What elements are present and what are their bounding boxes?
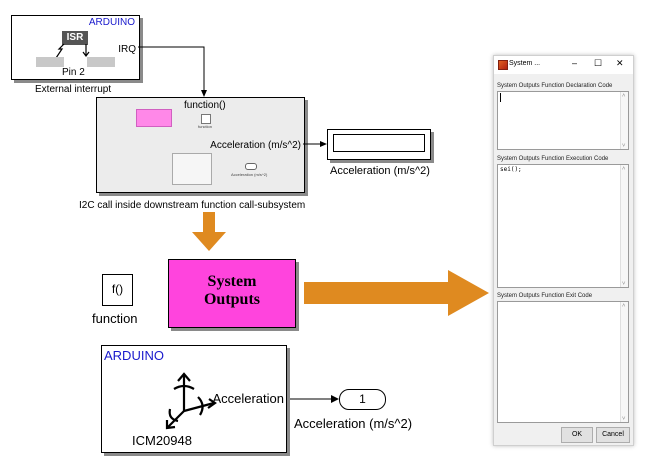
isr-badge: ISR bbox=[62, 31, 88, 45]
declaration-code-text bbox=[500, 93, 628, 102]
minimize-button[interactable]: – bbox=[572, 58, 578, 68]
acceleration-port-label: Acceleration (m/s^2) bbox=[210, 140, 301, 151]
sensor-arduino-brand: ARDUINO bbox=[104, 348, 164, 363]
pin-pad-right bbox=[87, 57, 115, 67]
execution-scrollbar[interactable]: ˄ ˅ bbox=[620, 165, 628, 287]
execution-code-label: System Outputs Function Execution Code bbox=[497, 156, 609, 162]
inner-output-mini-label: Acceleration (m/s^2) bbox=[231, 172, 268, 177]
execution-code-text: sei(); bbox=[500, 166, 522, 173]
sensor-name-label: ICM20948 bbox=[132, 433, 192, 448]
scroll-up-icon: ˄ bbox=[622, 165, 626, 172]
isr-badge-label: ISR bbox=[66, 32, 84, 43]
outport-caption: Acceleration (m/s^2) bbox=[294, 416, 413, 431]
function-symbol-label: f() bbox=[111, 282, 124, 296]
scroll-down-icon: ˅ bbox=[622, 415, 626, 422]
exit-code-textarea[interactable]: ˄ ˅ bbox=[497, 301, 629, 423]
close-button[interactable]: ✕ bbox=[616, 58, 624, 68]
inner-sensor-mini-block bbox=[172, 153, 212, 185]
system-outputs-dialog: System ... – ☐ ✕ System Outputs Function… bbox=[493, 55, 634, 446]
maximize-button[interactable]: ☐ bbox=[594, 58, 603, 68]
down-orange-arrow bbox=[192, 212, 226, 251]
irq-port-label: IRQ bbox=[118, 44, 136, 55]
pink-mini-block bbox=[136, 109, 172, 127]
declaration-scrollbar[interactable]: ˄ ˅ bbox=[620, 92, 628, 149]
function-mini-block bbox=[201, 114, 211, 124]
dialog-title: System ... bbox=[509, 60, 541, 67]
subsystem-caption: I2C call inside downstream function call… bbox=[79, 200, 306, 211]
irq-signal-line bbox=[138, 46, 205, 96]
outport-number: 1 bbox=[359, 392, 366, 406]
scroll-down-icon: ˅ bbox=[622, 280, 626, 287]
arduino-brand-label: ARDUINO bbox=[88, 17, 135, 28]
sensor-output-arrowhead bbox=[331, 395, 339, 403]
outport-block[interactable]: 1 bbox=[339, 389, 386, 410]
system-outputs-line1: System bbox=[207, 273, 257, 290]
icm20948-sensor-block[interactable]: ARDUINO Acceleration ICM20948 bbox=[101, 345, 287, 453]
matlab-app-icon bbox=[498, 60, 508, 70]
scroll-down-icon: ˅ bbox=[622, 142, 626, 149]
function-symbol-block[interactable]: f() bbox=[102, 274, 133, 306]
scroll-up-icon: ˄ bbox=[622, 92, 626, 99]
exit-code-label: System Outputs Function Exit Code bbox=[497, 293, 593, 299]
system-outputs-block[interactable]: System Outputs bbox=[168, 259, 296, 328]
right-orange-arrow bbox=[304, 270, 489, 316]
execution-code-textarea[interactable]: sei(); ˄ ˅ bbox=[497, 164, 629, 288]
acceleration-arrowhead bbox=[320, 141, 327, 147]
display-caption: Acceleration (m/s^2) bbox=[330, 165, 430, 177]
sensor-port-label: Acceleration bbox=[212, 391, 284, 406]
accelerometer-axes-icon bbox=[165, 372, 217, 430]
declaration-code-label: System Outputs Function Declaration Code bbox=[497, 83, 613, 89]
ok-button[interactable]: OK bbox=[561, 427, 593, 443]
system-outputs-line2: Outputs bbox=[203, 291, 261, 308]
acceleration-display-block[interactable] bbox=[327, 129, 431, 160]
dialog-title-bar[interactable]: System ... – ☐ ✕ bbox=[494, 56, 633, 74]
scroll-up-icon: ˄ bbox=[622, 302, 626, 309]
exit-scrollbar[interactable]: ˄ ˅ bbox=[620, 302, 628, 422]
function-caption: function bbox=[92, 311, 138, 326]
cancel-button[interactable]: Cancel bbox=[596, 427, 630, 443]
external-interrupt-caption: External interrupt bbox=[35, 84, 112, 95]
function-call-subsystem-block[interactable]: function() function Acceleration (m/s^2)… bbox=[96, 97, 305, 193]
function-port-label: function() bbox=[184, 100, 226, 111]
exit-code-text bbox=[498, 302, 628, 304]
function-mini-label: function bbox=[198, 124, 213, 129]
pin-pad-left bbox=[36, 57, 64, 67]
pin-label: Pin 2 bbox=[62, 67, 85, 78]
display-readout bbox=[333, 134, 425, 152]
external-interrupt-block[interactable]: ARDUINO ISR Pin 2 IRQ bbox=[11, 15, 140, 80]
declaration-code-textarea[interactable]: ˄ ˅ bbox=[497, 91, 629, 150]
interrupt-edge-icon bbox=[55, 43, 90, 59]
inner-outport-mini bbox=[245, 163, 257, 170]
irq-arrowhead bbox=[201, 90, 207, 97]
